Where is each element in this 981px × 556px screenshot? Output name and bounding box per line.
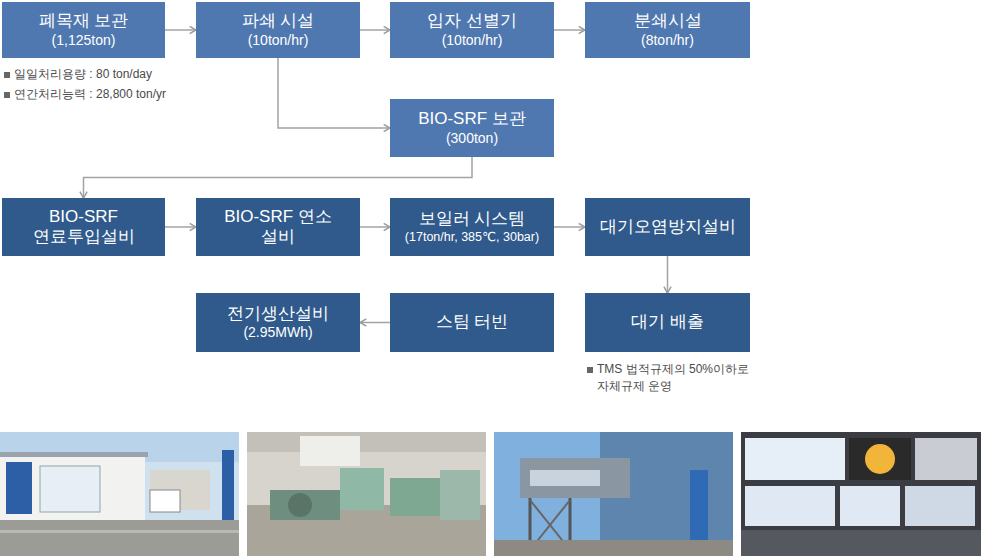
flow-arrow <box>667 256 669 293</box>
flow-arrow <box>360 29 390 31</box>
storage-box: BIO-SRF 보관(300ton) <box>390 99 554 157</box>
machine-photo <box>247 432 486 556</box>
photo-machine <box>390 478 440 516</box>
photo-window <box>300 436 360 466</box>
process-box: 보일러 시스템(17ton/hr, 385℃, 30bar) <box>390 198 554 256</box>
photo-room <box>741 432 981 556</box>
photo-monitor <box>915 438 977 480</box>
photo-flame <box>865 444 895 474</box>
photo-sign <box>40 466 100 512</box>
bullet-square <box>4 92 10 98</box>
photo-ceiling <box>247 432 486 452</box>
box-title: 분쇄시설 <box>634 11 702 31</box>
photo-structure <box>520 458 630 498</box>
photo-monitor <box>905 486 975 526</box>
photo-duct <box>530 470 600 486</box>
photo-truck <box>150 490 180 512</box>
flow-arrow <box>278 58 390 128</box>
photo-wall <box>247 432 486 556</box>
flow-arrow <box>165 226 196 228</box>
box-title: 대기오염방지설비 <box>600 217 736 237</box>
box-title: 보일러 시스템 <box>419 209 526 229</box>
photo-sky <box>0 432 239 556</box>
photo-sign <box>222 450 234 530</box>
photo-ground <box>0 520 239 556</box>
flow-arrow <box>165 29 196 31</box>
process-box: 파쇄 시설(10ton/hr) <box>196 2 360 58</box>
box-title: 전기생산설비 <box>227 304 329 324</box>
flow-arrow <box>360 226 390 228</box>
process-box: BIO-SRF 연소 설비 <box>196 198 360 256</box>
box-spec: (300ton) <box>446 130 498 147</box>
box-spec: (2.95MWh) <box>243 324 312 341</box>
box-title: BIO-SRF 연료투입설비 <box>14 207 154 248</box>
photo-desk <box>741 530 981 556</box>
box-spec: (10ton/hr) <box>248 32 309 49</box>
flow-arrow <box>360 322 390 324</box>
site-photo <box>0 432 239 556</box>
box-spec: (8ton/hr) <box>641 32 694 49</box>
process-box: 분쇄시설(8ton/hr) <box>585 2 750 58</box>
box-title: 폐목재 보관 <box>39 11 129 31</box>
photo-monitor <box>745 438 845 480</box>
box-title: 파쇄 시설 <box>242 11 315 31</box>
box-title: 스팀 터빈 <box>436 312 509 332</box>
flow-arrow <box>554 29 585 31</box>
photo-machine <box>440 470 480 520</box>
plant-photo <box>494 432 733 556</box>
control-photo <box>741 432 981 556</box>
note-text: 일일처리용량 : 80 ton/day <box>14 66 152 83</box>
box-spec: (17ton/hr, 385℃, 30bar) <box>405 230 539 245</box>
flow-arrow <box>554 226 585 228</box>
process-box: 대기 배출 <box>585 293 750 352</box>
photo-ground <box>0 530 239 533</box>
process-box: 전기생산설비(2.95MWh) <box>196 293 360 352</box>
storage-box: 폐목재 보관(1,125ton) <box>2 2 165 58</box>
box-spec: (1,125ton) <box>52 32 116 49</box>
process-box: 대기오염방지설비 <box>585 198 750 256</box>
photo-building <box>0 455 145 523</box>
box-spec: (10ton/hr) <box>442 32 503 49</box>
box-title: 입자 선별기 <box>427 11 517 31</box>
note-text: TMS 법적규제의 50%이하로 자체규제 운영 <box>597 361 762 396</box>
photo-monitor <box>840 486 900 526</box>
process-box: BIO-SRF 연료투입설비 <box>2 198 165 256</box>
photo-ground <box>494 540 733 556</box>
flow-arrow <box>84 157 473 198</box>
bullet-square <box>4 72 10 78</box>
photo-machine <box>288 493 312 517</box>
photo-machine <box>340 468 384 510</box>
box-title: 대기 배출 <box>631 312 704 332</box>
note-text: 연간처리능력 : 28,800 ton/yr <box>14 86 166 103</box>
photo-monitor <box>745 486 835 526</box>
box-title: BIO-SRF 연소 설비 <box>223 207 333 248</box>
photo-sky <box>494 432 733 556</box>
box-title: BIO-SRF 보관 <box>418 109 526 129</box>
process-box: 입자 선별기(10ton/hr) <box>390 2 554 58</box>
photo-machine <box>270 490 340 520</box>
process-box: 스팀 터빈 <box>390 293 554 352</box>
photo-roof <box>0 452 148 457</box>
photo-monitor <box>849 438 911 480</box>
photo-sign <box>6 462 32 514</box>
bullet-square <box>587 367 593 373</box>
